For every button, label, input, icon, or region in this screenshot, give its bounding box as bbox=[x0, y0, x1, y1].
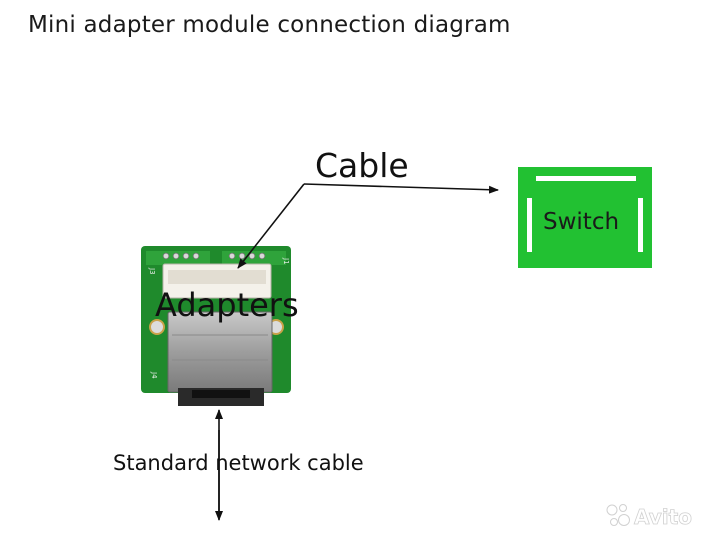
standard-cable-label: Standard network cable bbox=[113, 451, 364, 475]
svg-text:Avito: Avito bbox=[634, 505, 692, 529]
cable-label: Cable bbox=[315, 146, 409, 185]
switch-bar-right bbox=[638, 198, 643, 252]
adapter-module: J3 J1 J4 bbox=[141, 246, 291, 406]
arrow-cable-to-adapter bbox=[237, 183, 305, 269]
silkscreen-j1: J1 bbox=[282, 257, 290, 265]
avito-watermark-logo: Avito bbox=[606, 504, 692, 529]
adapters-label: Adapters bbox=[155, 286, 299, 324]
silkscreen-j4: J4 bbox=[150, 371, 158, 379]
switch-label: Switch bbox=[543, 209, 620, 235]
arrow-cable-to-switch bbox=[303, 183, 499, 194]
pin-holes bbox=[162, 252, 266, 260]
switch-bar-top bbox=[536, 176, 636, 181]
mount-hole-left bbox=[149, 319, 165, 335]
silkscreen-j3: J3 bbox=[148, 267, 156, 275]
rj45-shield bbox=[167, 311, 273, 393]
cable-connector-slot bbox=[168, 270, 266, 284]
diagram-title: Mini adapter module connection diagram bbox=[28, 12, 511, 38]
switch-bar-left bbox=[527, 198, 532, 252]
switch-box: Switch bbox=[518, 167, 652, 268]
